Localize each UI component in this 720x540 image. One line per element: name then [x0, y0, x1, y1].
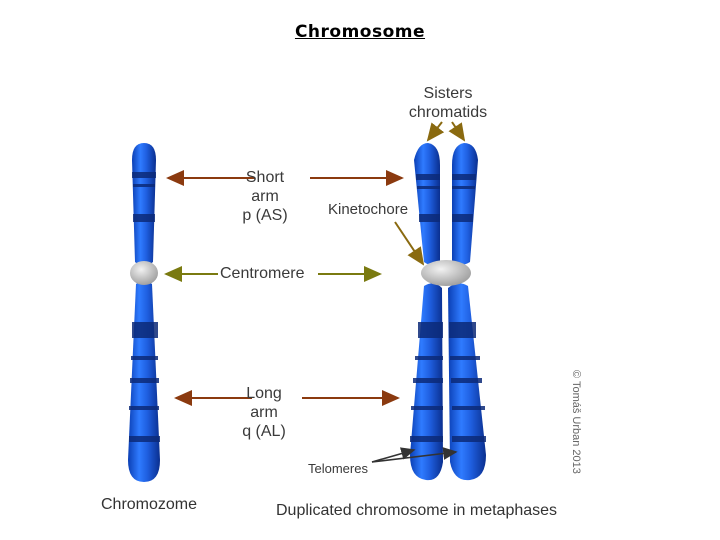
single-centromere [130, 261, 158, 285]
long-arm-line1: Long [246, 385, 282, 402]
duplicated-chromosome [410, 143, 486, 481]
telomeres-arrow-right [371, 447, 458, 463]
long-arm-label: Long arm q (AL) [232, 384, 296, 441]
sisters-chromatids-line2: chromatids [408, 104, 488, 121]
telomeres-arrow-left [371, 447, 416, 463]
long-arm-line3: q (AL) [242, 423, 286, 440]
duplicated-chromosome-caption: Duplicated chromosome in metaphases [276, 502, 558, 519]
kinetochore-arrow [394, 221, 425, 266]
sisters-chromatids-label: Sisters chromatids [398, 84, 498, 122]
duplicated-bands [410, 174, 486, 442]
right-chromatid-upper [452, 143, 478, 265]
short-arm-line1: Short [245, 169, 285, 186]
telomeres-label: Telomeres [308, 461, 368, 476]
sisters-arrow-right [448, 121, 466, 142]
single-short-arm [132, 143, 156, 266]
single-chromosome [128, 143, 160, 482]
short-arm-label: Short arm p (AS) [230, 168, 300, 225]
sisters-arrow-left [426, 121, 445, 142]
short-arm-line3: p (AS) [242, 207, 288, 224]
single-chromosome-caption: Chromozome [101, 496, 198, 513]
single-bands [129, 172, 160, 442]
copyright-notice: © Tomáš Urban 2013 [570, 370, 582, 474]
short-arm-line2: arm [251, 188, 279, 205]
sisters-chromatids-line1: Sisters [423, 85, 473, 102]
long-arm-line2: arm [250, 404, 278, 421]
page-title: Chromosome [294, 22, 426, 42]
kinetochore-label: Kinetochore [328, 201, 409, 218]
centromere-label: Centromere [220, 265, 305, 282]
left-chromatid-upper [414, 143, 440, 265]
duplicated-centromere [421, 260, 471, 286]
